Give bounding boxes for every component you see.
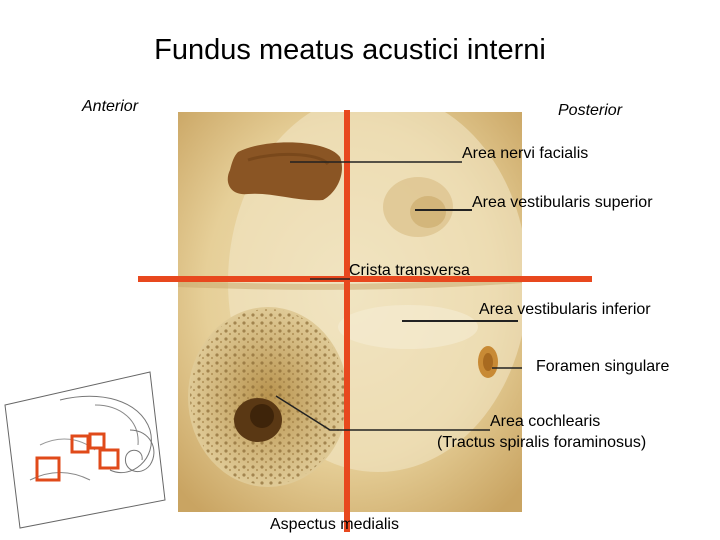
- label-tractus-spiralis: (Tractus spiralis foraminosus): [437, 434, 647, 451]
- label-anterior: Anterior: [82, 98, 139, 115]
- label-area-vestibularis-inferior: Area vestibularis inferior: [479, 301, 651, 318]
- label-posterior: Posterior: [558, 102, 623, 119]
- ear-canal-sketch-icon: [4, 371, 166, 529]
- leader-area-cochlearis: [275, 395, 490, 431]
- label-area-cochlearis: Area cochlearis: [490, 413, 601, 430]
- label-area-vestibularis-superior: Area vestibularis superior: [472, 194, 653, 211]
- page-title: Fundus meatus acustici interni: [154, 34, 546, 66]
- label-aspectus-medialis: Aspectus medialis: [270, 516, 399, 533]
- label-area-nervi-facialis: Area nervi facialis: [462, 145, 589, 162]
- label-crista-transversa: Crista transversa: [349, 262, 470, 279]
- label-foramen-singulare: Foramen singulare: [536, 358, 670, 375]
